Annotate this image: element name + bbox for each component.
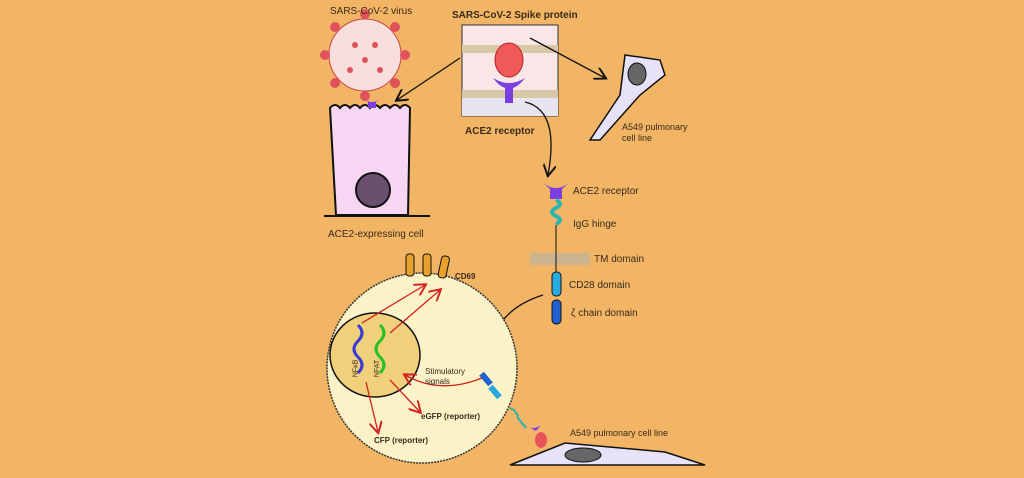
stim-label-2: signals [425, 377, 450, 386]
arrow-to-cell [397, 57, 461, 100]
nfat-label: NFAT [374, 359, 382, 378]
a549-bottom-label: A549 pulmonary cell line [570, 428, 669, 438]
car-ace2-label: ACE2 receptor [573, 186, 639, 197]
cfp-label: CFP (reporter) [374, 436, 429, 445]
virus-icon [320, 9, 410, 101]
egfp-label: eGFP (reporter) [421, 412, 480, 421]
arrow-to-car [524, 101, 551, 175]
spike-protein-box [461, 24, 559, 117]
a549-top-label-2: cell line [622, 133, 653, 143]
spike-label: SARS-CoV-2 Spike protein [452, 10, 578, 21]
virus-label: SARS-CoV-2 virus [330, 6, 413, 17]
stim-label: Stimulatory [425, 367, 466, 376]
car-igg-label: IgG hinge [573, 219, 617, 230]
car-zeta-label: ζ chain domain [571, 308, 638, 319]
a549-top-label: A549 pulmonary [622, 122, 688, 132]
car-tm-label: TM domain [594, 254, 645, 265]
car-cd28-label: CD28 domain [569, 280, 631, 291]
cd69-label: CD69 [455, 272, 476, 281]
signal-arrows [361, 285, 483, 432]
arrow-to-a549 [529, 37, 605, 78]
ace2-box-label: ACE2 receptor [465, 126, 535, 137]
nfkb-label: NFκB [352, 359, 360, 378]
a549-cell-bottom [509, 442, 706, 466]
ace2-cell-label: ACE2-expressing cell [328, 229, 424, 240]
car-construct [530, 183, 590, 325]
ace2-expressing-cell [324, 97, 430, 217]
